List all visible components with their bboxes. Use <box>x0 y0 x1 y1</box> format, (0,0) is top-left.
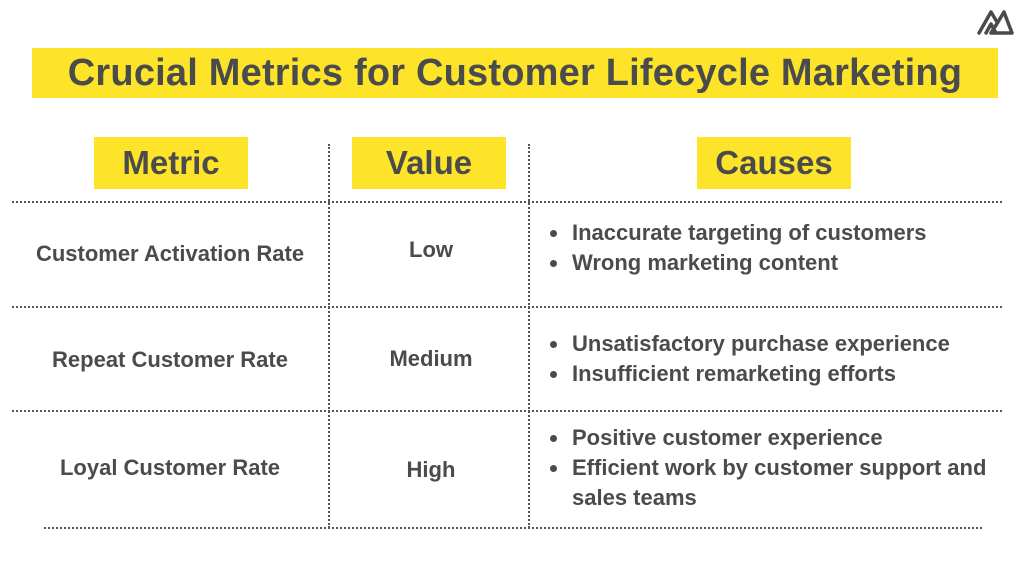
table-row-causes: Unsatisfactory purchase experience Insuf… <box>548 329 950 389</box>
table-row-metric: Repeat Customer Rate <box>52 347 288 372</box>
row-divider <box>12 306 1002 308</box>
cause-item: Positive customer experience <box>548 423 1008 453</box>
row-divider <box>44 527 982 529</box>
row-divider <box>12 410 1002 412</box>
table-row-value: Low <box>409 237 453 262</box>
header-metric: Metric <box>94 137 248 189</box>
row-divider <box>12 201 1002 203</box>
header-causes: Causes <box>697 137 851 189</box>
page-title-banner: Crucial Metrics for Customer Lifecycle M… <box>32 48 998 98</box>
cause-item: Inaccurate targeting of customers <box>548 218 927 248</box>
cause-item: Wrong marketing content <box>548 248 927 278</box>
header-value: Value <box>352 137 506 189</box>
table-row-causes: Positive customer experience Efficient w… <box>548 423 1008 513</box>
mountain-logo-icon <box>977 10 1014 35</box>
cause-item: Insufficient remarketing efforts <box>548 359 950 389</box>
cause-item: Unsatisfactory purchase experience <box>548 329 950 359</box>
table-row-metric: Loyal Customer Rate <box>59 455 281 480</box>
column-divider <box>528 144 530 528</box>
table-row-causes: Inaccurate targeting of customers Wrong … <box>548 218 927 278</box>
table-row-value: Medium <box>389 346 473 371</box>
page-title: Crucial Metrics for Customer Lifecycle M… <box>67 51 963 94</box>
table-row-value: High <box>406 457 456 482</box>
cause-item: Efficient work by customer support and s… <box>548 453 1008 513</box>
table-row-metric: Customer Activation Rate <box>35 241 305 266</box>
column-divider <box>328 144 330 528</box>
